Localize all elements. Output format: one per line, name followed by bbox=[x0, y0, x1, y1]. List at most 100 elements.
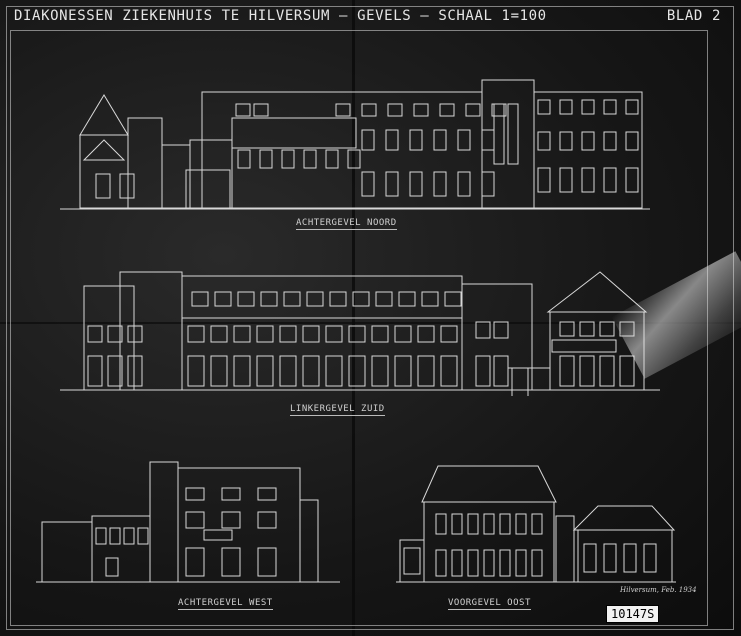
window bbox=[451, 549, 463, 577]
window bbox=[559, 355, 575, 387]
window bbox=[457, 171, 471, 197]
window bbox=[127, 355, 143, 387]
window bbox=[439, 103, 455, 117]
window bbox=[283, 291, 301, 307]
window bbox=[409, 171, 423, 197]
window bbox=[603, 99, 617, 115]
window bbox=[440, 325, 458, 343]
window bbox=[483, 549, 495, 577]
fold-line bbox=[0, 322, 741, 324]
window bbox=[335, 103, 351, 117]
window bbox=[467, 513, 479, 535]
window bbox=[537, 167, 551, 193]
window bbox=[87, 355, 103, 387]
window bbox=[537, 131, 551, 151]
window bbox=[559, 131, 573, 151]
window bbox=[256, 325, 274, 343]
window bbox=[603, 131, 617, 151]
window bbox=[119, 173, 135, 199]
window bbox=[87, 325, 103, 343]
window bbox=[467, 549, 479, 577]
window bbox=[137, 527, 149, 545]
window bbox=[581, 131, 595, 151]
window bbox=[465, 103, 481, 117]
window bbox=[361, 129, 375, 151]
window bbox=[233, 325, 251, 343]
window bbox=[253, 103, 269, 117]
window bbox=[643, 543, 657, 573]
window bbox=[493, 355, 509, 387]
window bbox=[279, 325, 297, 343]
east-elevation bbox=[396, 465, 676, 583]
window bbox=[579, 321, 595, 337]
window bbox=[329, 291, 347, 307]
window bbox=[599, 321, 615, 337]
window bbox=[421, 291, 439, 307]
window bbox=[559, 167, 573, 193]
window bbox=[325, 355, 343, 387]
window bbox=[483, 513, 495, 535]
window bbox=[603, 543, 617, 573]
window bbox=[403, 547, 421, 575]
window bbox=[107, 355, 123, 387]
window bbox=[279, 355, 297, 387]
window bbox=[417, 355, 435, 387]
window bbox=[531, 513, 543, 535]
window bbox=[451, 513, 463, 535]
window bbox=[619, 355, 635, 387]
window bbox=[581, 99, 595, 115]
window bbox=[127, 325, 143, 343]
window bbox=[237, 149, 251, 169]
window bbox=[625, 167, 639, 193]
window bbox=[475, 321, 491, 339]
window bbox=[95, 527, 107, 545]
elevation-label-north: ACHTERGEVEL NOORD bbox=[296, 218, 397, 230]
window bbox=[105, 557, 119, 577]
north-elevation bbox=[60, 79, 650, 210]
south-elevation bbox=[60, 271, 660, 396]
window bbox=[385, 171, 399, 197]
window bbox=[257, 547, 277, 577]
window bbox=[559, 99, 573, 115]
window bbox=[214, 291, 232, 307]
window bbox=[385, 129, 399, 151]
window bbox=[398, 291, 416, 307]
window bbox=[433, 171, 447, 197]
window bbox=[259, 149, 273, 169]
window bbox=[499, 549, 511, 577]
window bbox=[221, 547, 241, 577]
window bbox=[281, 149, 295, 169]
window bbox=[515, 549, 527, 577]
window bbox=[493, 103, 505, 165]
window bbox=[375, 291, 393, 307]
window bbox=[371, 355, 389, 387]
window bbox=[302, 355, 320, 387]
window bbox=[435, 549, 447, 577]
window bbox=[394, 325, 412, 343]
window bbox=[625, 99, 639, 115]
window bbox=[221, 487, 241, 501]
window bbox=[348, 325, 366, 343]
window bbox=[109, 527, 121, 545]
window bbox=[185, 547, 205, 577]
window bbox=[417, 325, 435, 343]
window bbox=[361, 103, 377, 117]
window bbox=[235, 103, 251, 117]
window bbox=[107, 325, 123, 343]
window bbox=[95, 173, 111, 199]
window bbox=[435, 513, 447, 535]
window bbox=[371, 325, 389, 343]
window bbox=[507, 103, 519, 165]
window bbox=[123, 527, 135, 545]
window bbox=[493, 321, 509, 339]
window bbox=[515, 513, 527, 535]
elevation-label-east: VOORGEVEL OOST bbox=[448, 598, 531, 610]
window bbox=[256, 355, 274, 387]
window bbox=[187, 325, 205, 343]
window bbox=[187, 355, 205, 387]
sheet-number: BLAD 2 bbox=[666, 8, 721, 24]
window bbox=[440, 355, 458, 387]
window bbox=[347, 149, 361, 169]
window bbox=[210, 355, 228, 387]
window bbox=[433, 129, 447, 151]
